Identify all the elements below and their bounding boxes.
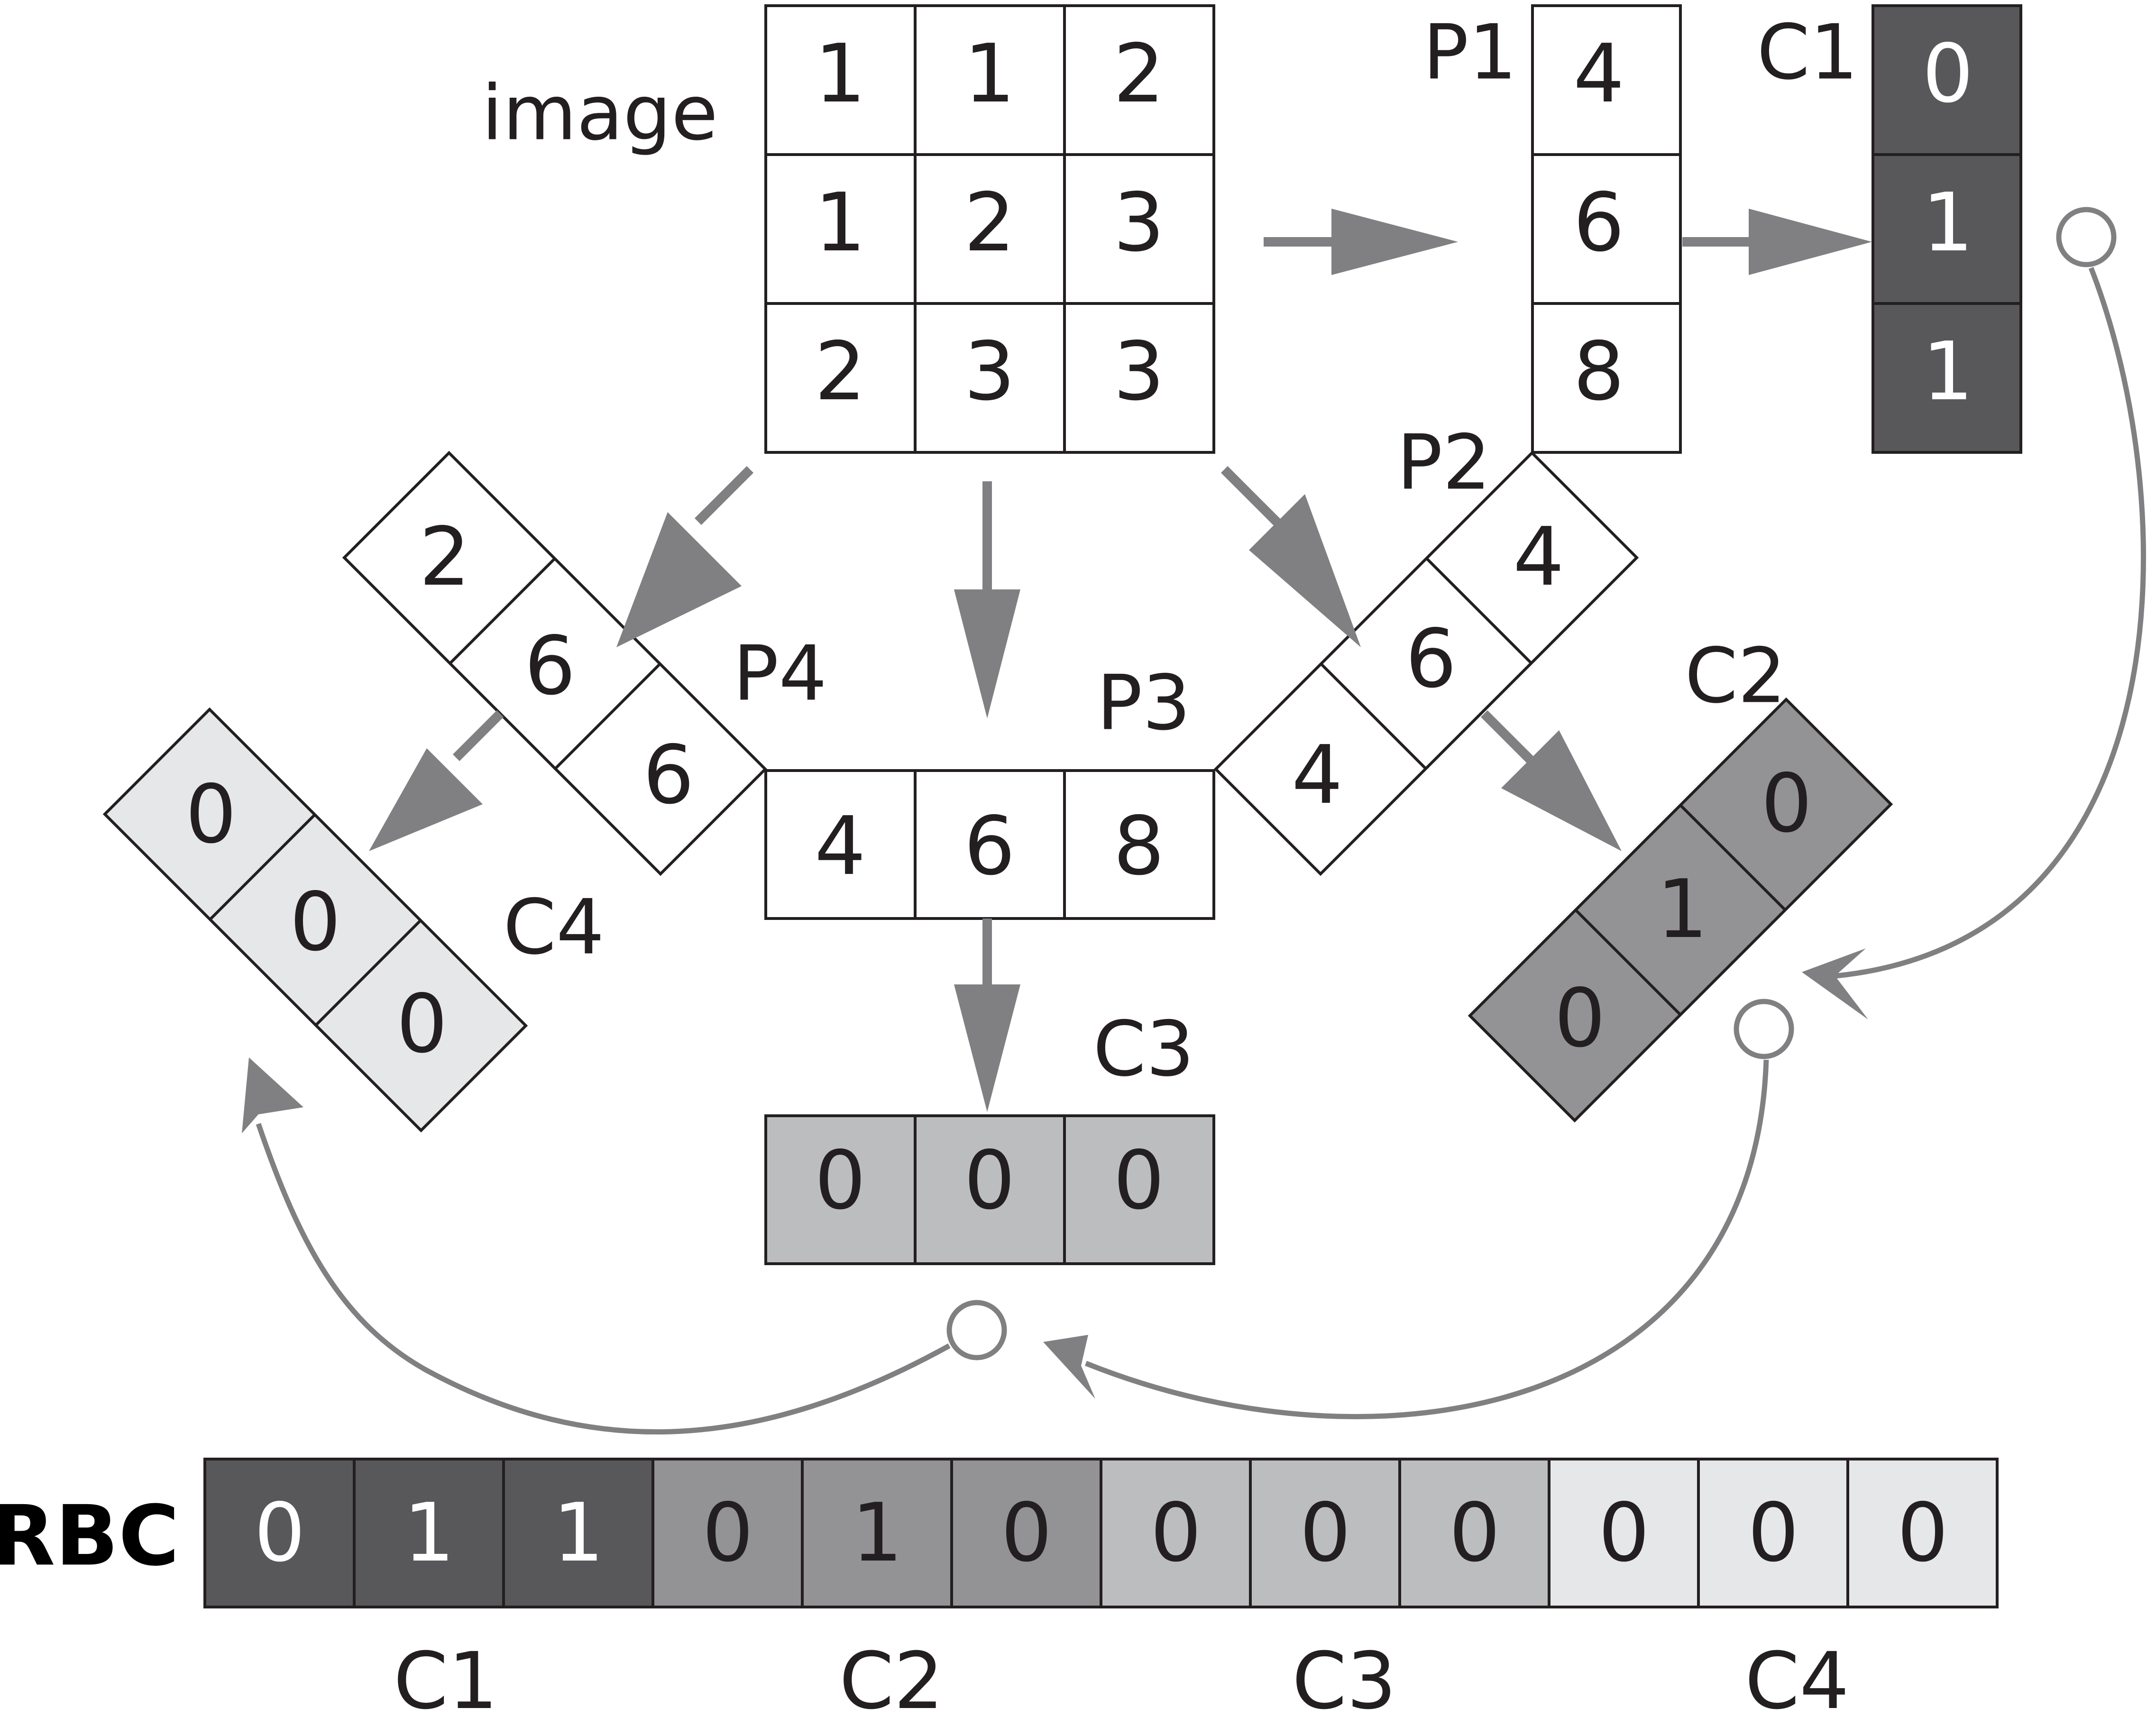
straight-arrows [369, 209, 1872, 1112]
p1-value-1: 6 [1573, 176, 1624, 270]
curve-c2-to-c3 [1084, 1059, 1769, 1419]
image-cell-1-0: 1 [815, 176, 866, 270]
rbc-c4-segment [1548, 1458, 1999, 1608]
curve-c1-to-c2 [1825, 266, 2146, 980]
curve-c2-c3-arrowhead [1043, 1335, 1095, 1399]
c1-column [1872, 4, 2022, 454]
curve-c3-c4-arrowhead [242, 1057, 303, 1133]
p3-value-1: 6 [964, 799, 1015, 893]
arrow-image-to-p3 [954, 481, 1020, 718]
p3-row [764, 769, 1215, 920]
image-grid [764, 4, 1215, 454]
c3-label: C3 [1093, 1005, 1194, 1093]
p1-value-2: 8 [1573, 325, 1624, 419]
image-cell-2-2: 3 [1113, 325, 1165, 419]
rbc-c2-segment [651, 1458, 1102, 1608]
curve-c3-to-c4 [256, 1123, 951, 1435]
arrow-p3-to-c3 [954, 919, 1020, 1112]
c4-value-0: 0 [185, 768, 237, 862]
image-cell-0-0: 1 [815, 27, 866, 121]
rbc-group-label-c4: C4 [1745, 1635, 1849, 1727]
rbc-bit-6: 0 [1150, 1486, 1202, 1580]
rbc-group-label-c3: C3 [1292, 1635, 1396, 1727]
c3-value-1: 0 [964, 1134, 1015, 1228]
p2-strip [1213, 450, 1639, 876]
rbc-c3-segment [1100, 1458, 1550, 1608]
rbc-bit-2: 1 [553, 1486, 604, 1580]
p2-value-2: 4 [1292, 728, 1343, 822]
arrow-p4-to-c4 [369, 710, 504, 851]
image-label: image [482, 69, 718, 157]
rbc-bit-9: 0 [1598, 1486, 1650, 1580]
image-cell-2-0: 2 [815, 325, 866, 419]
image-cell-1-2: 3 [1113, 176, 1165, 270]
c2-strip [1468, 697, 1893, 1123]
image-cell-0-1: 1 [964, 27, 1015, 121]
p4-value-0: 2 [419, 510, 470, 604]
c4-value-1: 0 [290, 875, 341, 969]
rbc-bar [203, 1458, 1999, 1608]
c3-value-0: 0 [815, 1134, 866, 1228]
c1-value-2: 1 [1922, 325, 1973, 419]
p1-value-0: 4 [1573, 27, 1624, 121]
connector-circles [946, 207, 2117, 1360]
image-cell-2-1: 3 [964, 325, 1015, 419]
c4-strip [102, 707, 528, 1133]
p3-value-2: 8 [1113, 799, 1165, 893]
p4-strip [342, 450, 768, 876]
p2-value-0: 4 [1513, 510, 1564, 604]
rbc-bit-8: 0 [1449, 1486, 1500, 1580]
rbc-bit-5: 0 [1001, 1486, 1052, 1580]
circle-c2-output [1734, 999, 1794, 1059]
rbc-bit-7: 0 [1300, 1486, 1351, 1580]
c2-value-1: 1 [1657, 863, 1708, 956]
image-cell-1-1: 2 [964, 176, 1015, 270]
p3-label: P3 [1097, 659, 1191, 747]
c4-value-2: 0 [396, 977, 448, 1071]
curve-arrowheads [242, 948, 1868, 1399]
rbc-bit-10: 0 [1748, 1486, 1799, 1580]
arrow-image-to-p2 [1220, 466, 1361, 647]
p1-label: P1 [1423, 8, 1517, 97]
circle-c1-output [2056, 207, 2117, 267]
arrow-p1-to-c1 [1682, 209, 1872, 275]
curve-c1-c2-arrowhead [1802, 948, 1868, 1020]
circle-c3-output [946, 1300, 1007, 1360]
rbc-bit-11: 0 [1897, 1486, 1948, 1580]
rbc-group-label-c2: C2 [839, 1635, 944, 1727]
rbc-bit-0: 0 [254, 1486, 305, 1580]
p3-value-0: 4 [815, 799, 866, 893]
arrow-image-to-p4 [616, 466, 754, 647]
c1-label: C1 [1757, 8, 1858, 97]
c2-value-2: 0 [1554, 972, 1606, 1065]
arrow-p2-to-c2 [1480, 710, 1622, 851]
p4-label: P4 [733, 629, 827, 718]
c4-label: C4 [503, 883, 605, 972]
p2-value-1: 6 [1405, 612, 1457, 706]
p1-column [1531, 4, 1682, 454]
p4-value-2: 6 [643, 728, 694, 822]
rbc-bit-1: 1 [404, 1486, 455, 1580]
rbc-label: RBC [0, 1488, 179, 1585]
curved-connectors [256, 266, 2146, 1435]
p2-label: P2 [1397, 418, 1491, 507]
rbc-group-label-c1: C1 [394, 1635, 498, 1727]
c3-row [764, 1114, 1215, 1265]
p4-value-1: 6 [524, 619, 576, 713]
rbc-bit-3: 0 [702, 1486, 753, 1580]
arrow-image-to-p1 [1264, 209, 1458, 275]
c2-value-0: 0 [1761, 757, 1812, 851]
c3-value-2: 0 [1113, 1134, 1165, 1228]
c1-value-1: 1 [1922, 176, 1973, 270]
rbc-c1-segment [203, 1458, 654, 1608]
c1-value-0: 0 [1922, 27, 1973, 121]
c2-label: C2 [1685, 632, 1786, 720]
rbc-bit-4: 1 [852, 1486, 903, 1580]
image-cell-0-2: 2 [1113, 27, 1165, 121]
